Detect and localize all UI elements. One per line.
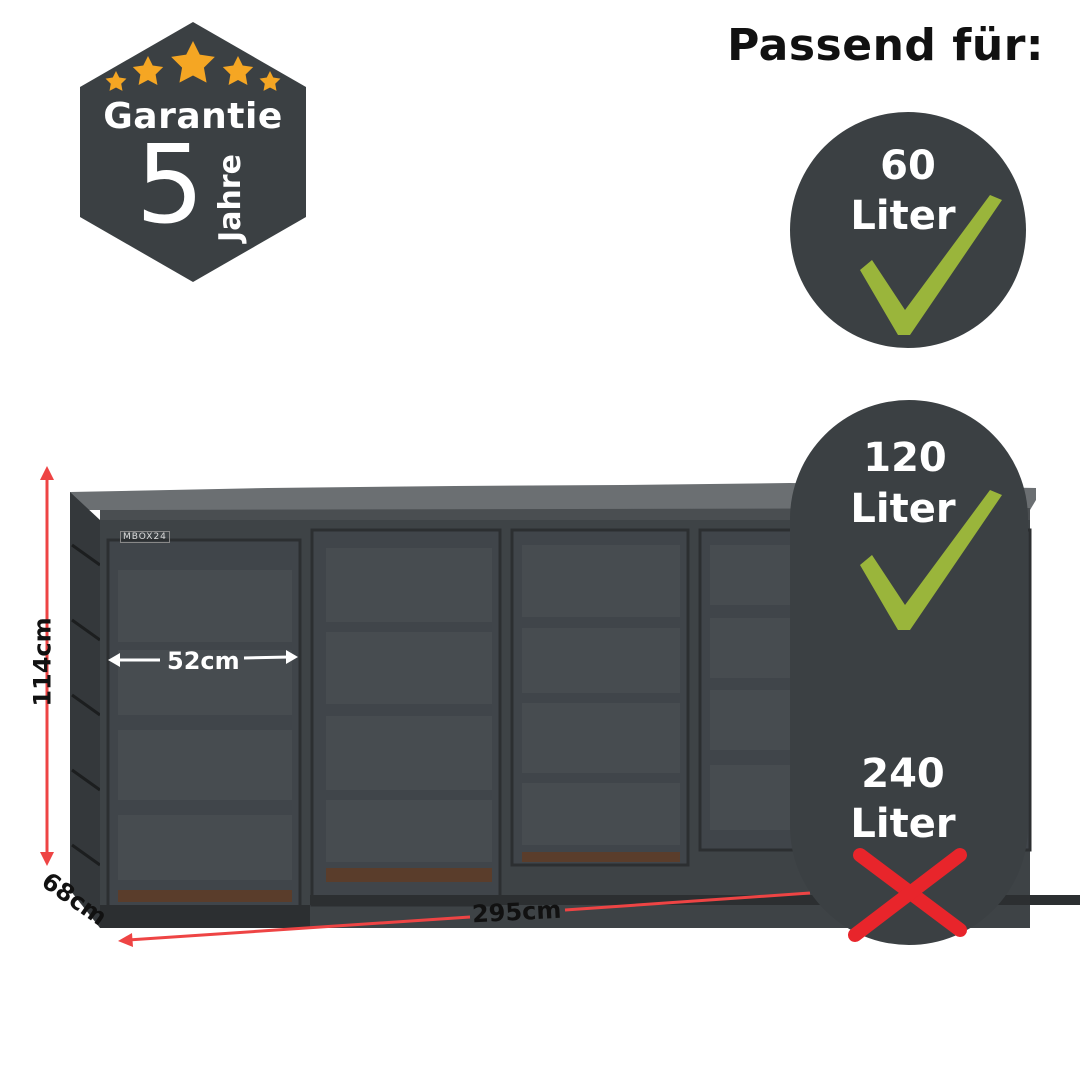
arrow-left-icon — [118, 933, 133, 947]
size-240-number: 240 — [861, 751, 945, 797]
arrow-up-icon — [40, 466, 54, 480]
size-badges — [790, 112, 1028, 945]
width-label: 295cm — [471, 895, 563, 929]
door-1 — [106, 538, 302, 912]
arrow-right-icon — [286, 650, 298, 664]
size-120-unit: Liter — [850, 486, 956, 532]
badge-number: 5 — [135, 123, 205, 248]
compatibility-heading: Passend für: — [727, 20, 1044, 71]
size-60-number: 60 — [880, 143, 936, 189]
width-dimension-line — [127, 915, 471, 942]
height-label: 114cm — [28, 617, 57, 707]
enclosure-base — [100, 905, 310, 928]
inner-width-label: 52cm — [167, 647, 240, 675]
brand-label: MBOX24 — [120, 531, 170, 543]
star-icon — [259, 71, 281, 91]
check-icon — [860, 195, 1002, 335]
star-icon — [171, 41, 215, 83]
arrow-left-icon — [108, 653, 120, 667]
size-60-unit: Liter — [850, 193, 956, 239]
size-240-unit: Liter — [850, 801, 956, 847]
star-icon — [222, 56, 254, 85]
door-3 — [510, 528, 690, 867]
enclosure-side — [70, 492, 100, 928]
warranty-badge — [80, 22, 306, 282]
size-60-circle — [790, 112, 1026, 348]
check-icon — [860, 490, 1002, 630]
size-120-number: 120 — [863, 435, 947, 481]
badge-hexagon — [80, 22, 306, 282]
door-2 — [310, 528, 502, 907]
star-icon — [105, 71, 127, 91]
arrow-down-icon — [40, 852, 54, 866]
star-icon — [132, 56, 164, 85]
badge-title: Garantie — [103, 96, 283, 137]
